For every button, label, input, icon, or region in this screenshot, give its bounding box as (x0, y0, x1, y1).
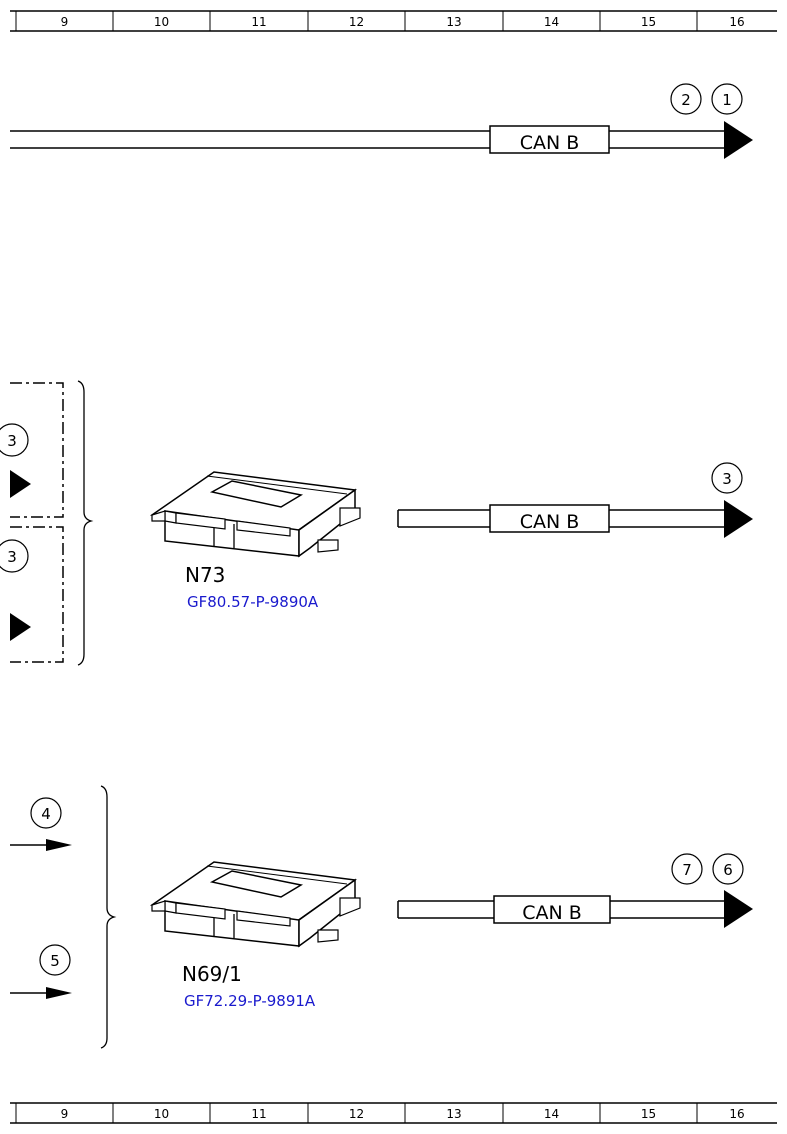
can-b-label-middle: CAN B (520, 511, 580, 533)
ruler-column-label: 16 (729, 1107, 744, 1121)
top-ruler: 9 10 11 12 13 14 15 16 (10, 10, 777, 32)
input-marker-number: 4 (41, 805, 51, 823)
ruler-column-label: 9 (61, 15, 69, 29)
input-marker-circle (0, 423, 29, 457)
input-marker-circle (0, 539, 29, 573)
marker-circle (712, 853, 744, 885)
component-name: N69/1 (182, 962, 242, 986)
ruler-column-label: 14 (544, 15, 559, 29)
input-marker-circle (30, 797, 62, 829)
can-b-line-top: CAN B 2 1 (10, 83, 753, 159)
input-marker-number: 3 (7, 432, 17, 450)
n69-1-inputs: 4 5 (10, 785, 117, 1049)
ruler-column-label: 13 (446, 15, 461, 29)
can-b-line-middle: CAN B 3 (397, 462, 753, 538)
n73-inputs: 3 3 (0, 380, 94, 666)
input-arrow-icon (46, 839, 72, 851)
input-arrow-icon (46, 987, 72, 999)
ruler-column-label: 15 (641, 1107, 656, 1121)
can-b-label-top: CAN B (520, 132, 580, 154)
ruler-column-label: 12 (349, 1107, 364, 1121)
ruler-column-label: 9 (61, 1107, 69, 1121)
can-b-box-top (489, 125, 610, 154)
ruler-column-label: 13 (446, 1107, 461, 1121)
marker-circle (711, 462, 743, 494)
marker-number: 1 (722, 91, 732, 109)
ruler-column-label: 11 (251, 15, 266, 29)
ruler-column-label: 11 (251, 1107, 266, 1121)
ruler-column-label: 14 (544, 1107, 559, 1121)
bottom-ruler: 9 10 11 12 13 14 15 16 (10, 1102, 777, 1124)
control-module-icon (149, 861, 361, 948)
ruler-column-label: 12 (349, 15, 364, 29)
marker-circle (670, 83, 702, 115)
marker-number: 7 (682, 861, 692, 879)
input-marker-circle (39, 944, 71, 976)
arrowhead-icon (724, 500, 753, 538)
ruler-column-label: 10 (154, 15, 169, 29)
input-marker-number: 3 (7, 548, 17, 566)
can-b-label-bottom: CAN B (522, 902, 582, 924)
can-b-box-middle (489, 504, 610, 533)
reference-link[interactable]: GF72.29-P-9891A (184, 992, 316, 1010)
marker-number: 3 (722, 470, 732, 488)
input-marker-number: 5 (50, 952, 60, 970)
input-arrow-icon (10, 613, 31, 641)
marker-number: 6 (723, 861, 733, 879)
component-name: N73 (185, 563, 225, 587)
control-module-icon (149, 471, 361, 558)
brace (77, 380, 94, 666)
marker-circle (711, 83, 743, 115)
input-arrow-icon (10, 470, 31, 498)
brace (100, 785, 117, 1049)
ruler-column-label: 16 (729, 15, 744, 29)
reference-link[interactable]: GF80.57-P-9890A (187, 593, 319, 611)
can-b-box-bottom (493, 895, 611, 924)
ruler-column-label: 15 (641, 15, 656, 29)
arrowhead-icon (724, 121, 753, 159)
marker-number: 2 (681, 91, 691, 109)
can-b-line-bottom: CAN B 7 6 (397, 853, 753, 928)
ruler-column-label: 10 (154, 1107, 169, 1121)
arrowhead-icon (724, 890, 753, 928)
marker-circle (671, 853, 703, 885)
